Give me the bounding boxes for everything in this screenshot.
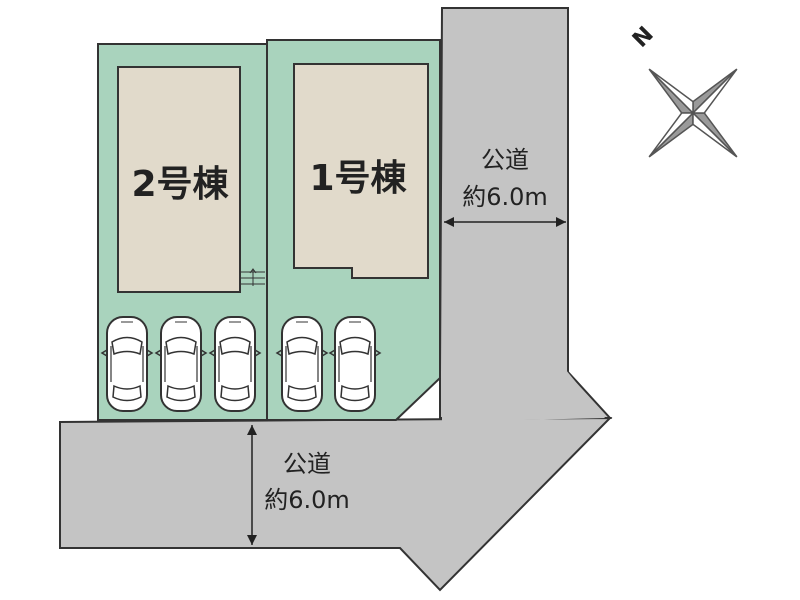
car-icon xyxy=(276,316,328,412)
building-2 xyxy=(117,66,241,293)
car-icon xyxy=(209,316,261,412)
road-network xyxy=(59,7,613,592)
road-width-indicator-south xyxy=(247,425,257,545)
car-icon xyxy=(101,316,153,412)
building-1-label: 1号棟 xyxy=(309,158,407,199)
road-east-name: 公道 xyxy=(481,146,529,174)
building-2-label: 2号棟 xyxy=(131,164,229,205)
road-north-south xyxy=(439,7,613,419)
compass-rose-icon xyxy=(648,68,738,158)
road-east-width: 約6.0m xyxy=(462,183,548,211)
building-1 xyxy=(293,63,429,279)
parking-cars xyxy=(101,316,381,412)
car-icon xyxy=(329,316,381,412)
north-label: N xyxy=(628,22,659,53)
road-south-width: 約6.0m xyxy=(264,486,350,514)
road-width-indicator-east xyxy=(444,217,566,227)
car-icon xyxy=(155,316,207,412)
entry-steps xyxy=(240,268,265,286)
road-south-name: 公道 xyxy=(283,450,331,478)
